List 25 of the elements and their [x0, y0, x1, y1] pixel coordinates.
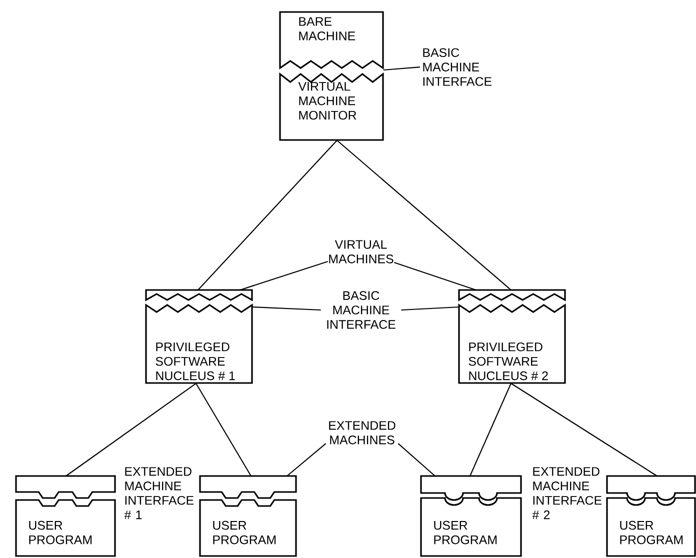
user-program-box: USER PROGRAM: [15, 475, 116, 557]
leader-line: [240, 261, 328, 291]
user-program-box: USER PROGRAM: [606, 475, 696, 557]
connector-line: [510, 382, 658, 476]
callout-label: BASIC MACHINE INTERFACE: [423, 48, 492, 86]
callout-label: EXTENDED MACHINE INTERFACE # 1: [124, 467, 194, 520]
leader-line: [394, 262, 476, 291]
leader-line: [401, 306, 460, 311]
connector-line: [66, 382, 196, 476]
callout-label: BASIC MACHINE INTERFACE: [327, 291, 396, 329]
leader-line: [252, 306, 321, 311]
user-program-box: USER PROGRAM: [420, 475, 522, 557]
nucleus-box: PRIVILEGED SOFTWARE NUCLEUS # 2: [458, 289, 566, 384]
callout-label: EXTENDED MACHINES: [329, 421, 396, 444]
leader-line: [398, 443, 436, 476]
machine-box: BARE MACHINE VIRTUAL MACHINE MONITOR: [279, 11, 384, 141]
callout-label: EXTENDED MACHINE INTERFACE # 2: [532, 467, 602, 520]
connector-line: [470, 383, 512, 476]
leader-line: [286, 443, 326, 476]
nucleus-box: PRIVILEGED SOFTWARE NUCLEUS # 1: [145, 289, 253, 384]
connector-line: [196, 383, 252, 476]
user-program-box: USER PROGRAM: [199, 475, 297, 557]
node-label: BARE MACHINE: [299, 17, 356, 40]
callout-label: VIRTUAL MACHINES: [329, 240, 394, 264]
connector-line: [336, 140, 512, 290]
